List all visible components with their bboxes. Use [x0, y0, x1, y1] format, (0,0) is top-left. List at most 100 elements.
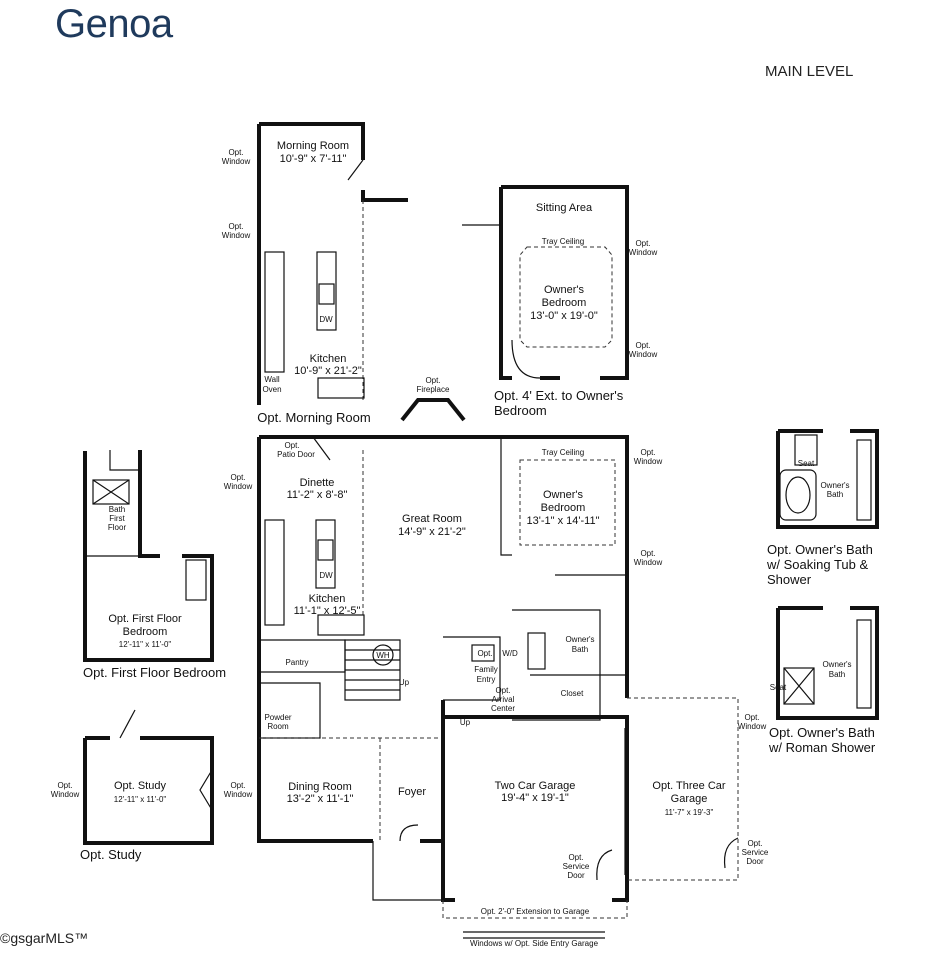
window-9-l1: Opt.	[57, 781, 72, 790]
first-bed-name2: Bedroom	[123, 626, 168, 638]
arrival-3: Center	[491, 704, 515, 713]
fireplace-label-2: Fireplace	[417, 385, 450, 394]
wd-label: W/D	[502, 649, 518, 658]
first-floor-bedroom-area	[83, 450, 214, 662]
dining-dim: 13'-2" x 11'-1"	[287, 793, 354, 805]
arrival-2: Arrival	[492, 695, 515, 704]
patio-door-1: Opt.	[284, 441, 299, 450]
tray-ceiling-2: Tray Ceiling	[542, 448, 584, 457]
up-label-2: Up	[460, 718, 471, 727]
sitting-area-label: Sitting Area	[536, 202, 593, 214]
great-room-name: Great Room	[402, 513, 462, 525]
morning-room-name: Morning Room	[277, 140, 349, 152]
opt-morning-room-caption: Opt. Morning Room	[257, 410, 370, 425]
window-8-l2: Window	[224, 790, 253, 799]
owners-bed-name2: Bedroom	[541, 502, 586, 514]
owners-ext-area	[462, 185, 629, 380]
garage3-name1: Opt. Three Car	[652, 780, 725, 792]
garage3-dim: 11'-7" x 19'-3"	[665, 808, 714, 817]
up-label-1: Up	[399, 678, 410, 687]
service2-l2: Service	[742, 848, 769, 857]
garage2-dim: 19'-4" x 19'-1"	[501, 792, 569, 804]
alt-bath2-seat: Seat	[770, 683, 787, 692]
alt-bath2-name1: Owner's	[822, 660, 851, 669]
owners-bed-name1: Owner's	[543, 489, 583, 501]
window-10-l2: Window	[738, 722, 767, 731]
kitchen-opt-name: Kitchen	[310, 353, 347, 365]
window-1-l2: Window	[222, 157, 251, 166]
family-entry-2: Entry	[477, 675, 496, 684]
garage3-name2: Garage	[671, 793, 708, 805]
alt-bath1-caption3: Shower	[767, 572, 812, 587]
alt-bath2-caption2: w/ Roman Shower	[768, 740, 876, 755]
window-10-l1: Opt.	[744, 713, 759, 722]
alt-bath1-seat: Seat	[798, 459, 815, 468]
window-5-l1: Opt.	[230, 473, 245, 482]
kitchen-opt-dim: 10'-9" x 21'-2"	[294, 365, 362, 377]
window-9-l2: Window	[51, 790, 80, 799]
tray-ceiling-1: Tray Ceiling	[542, 237, 584, 246]
window-3-l2: Window	[629, 248, 658, 257]
dw-label-1: DW	[319, 315, 333, 324]
owners-ext-dim: 13'-0" x 19'-0"	[530, 310, 598, 322]
service1-l2: Service	[563, 862, 590, 871]
service2-l1: Opt.	[747, 839, 762, 848]
window-2-l1: Opt.	[228, 222, 243, 231]
garage-walls	[441, 697, 739, 939]
bath-first-l1: Bath	[109, 505, 125, 514]
window-3-l1: Opt.	[635, 239, 650, 248]
kitchen-name: Kitchen	[309, 593, 346, 605]
watermark: ©gsgarMLS™	[0, 930, 89, 946]
opt-ext-caption-1: Opt. 4' Ext. to Owner's	[494, 388, 624, 403]
study-area	[83, 709, 214, 845]
owners-ext-name1: Owner's	[544, 284, 584, 296]
alt-bath-1-area	[776, 429, 879, 529]
window-4-l2: Window	[629, 350, 658, 359]
window-5-l2: Window	[224, 482, 253, 491]
opt-small-label: Opt.	[477, 649, 492, 658]
service1-l3: Door	[567, 871, 585, 880]
dinette-name: Dinette	[300, 477, 335, 489]
service1-l1: Opt.	[568, 853, 583, 862]
alt-bath1-caption2: w/ Soaking Tub &	[766, 557, 868, 572]
opt-ext-caption-2: Bedroom	[494, 403, 547, 418]
bath-first-l2: First	[109, 514, 125, 523]
pantry-label: Pantry	[285, 658, 308, 667]
great-room-dim: 14'-9" x 21'-2"	[398, 526, 466, 538]
window-7-l2: Window	[634, 558, 663, 567]
plan-title: Genoa	[55, 2, 173, 46]
window-7-l1: Opt.	[640, 549, 655, 558]
owners-bath-name1: Owner's	[565, 635, 594, 644]
alt-bath1-caption1: Opt. Owner's Bath	[767, 542, 873, 557]
closet-label: Closet	[561, 689, 584, 698]
alt-bath-2-area	[776, 606, 879, 720]
powder-name2: Room	[267, 722, 289, 731]
windows-side-label: Windows w/ Opt. Side Entry Garage	[470, 939, 599, 948]
window-4-l1: Opt.	[635, 341, 650, 350]
dinette-dim: 11'-2" x 8'-8"	[287, 489, 348, 501]
morning-room-area	[257, 122, 408, 405]
garage2-name: Two Car Garage	[495, 780, 576, 792]
fireplace-label-1: Opt.	[425, 376, 440, 385]
level-label: MAIN LEVEL	[765, 63, 854, 80]
family-entry-1: Family	[474, 665, 498, 674]
wall-oven-1: Wall	[264, 375, 279, 384]
window-6-l2: Window	[634, 457, 663, 466]
arrival-1: Opt.	[495, 686, 510, 695]
bath-first-l3: Floor	[108, 523, 127, 532]
window-6-l1: Opt.	[640, 448, 655, 457]
dw-label-2: DW	[319, 571, 333, 580]
wh-label: WH	[376, 651, 390, 660]
kitchen-dim: 11'-1" x 12'-5"	[294, 605, 361, 617]
study-caption: Opt. Study	[80, 847, 142, 862]
owners-bed-dim: 13'-1" x 14'-11"	[527, 515, 600, 527]
window-labels: Opt. Window Opt. Window Opt. Window Opt.…	[51, 148, 767, 799]
main-house-walls	[257, 435, 629, 901]
study-dim: 12'-11" x 11'-0"	[114, 795, 167, 804]
window-2-l2: Window	[222, 231, 251, 240]
alt-bath1-name1: Owner's	[820, 481, 849, 490]
patio-door-2: Patio Door	[277, 450, 315, 459]
first-bed-caption: Opt. First Floor Bedroom	[83, 665, 226, 680]
first-bed-dim: 12'-11" x 11'-0"	[119, 640, 172, 649]
